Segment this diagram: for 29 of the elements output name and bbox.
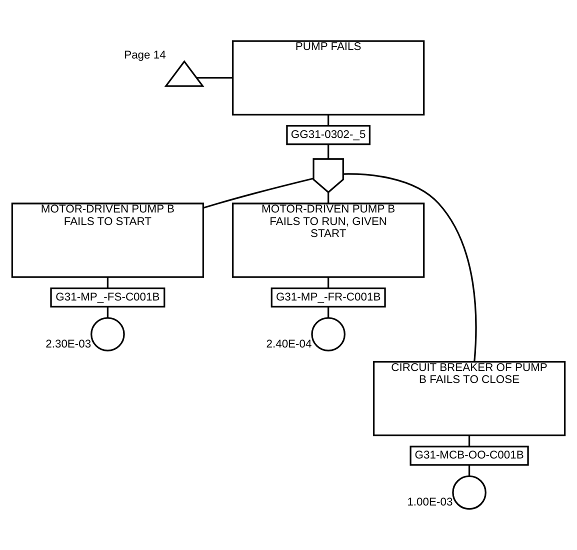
node-box: G31-MP_-FR-C001B: [270, 287, 386, 308]
node-circle: [452, 475, 486, 510]
connector: [328, 306, 330, 318]
node-label: 2.30E-03: [46, 338, 92, 350]
node-box: MOTOR-DRIVEN PUMP B FAILS TO START: [11, 202, 204, 278]
node-box: PUMP FAILS: [232, 40, 425, 116]
node-box: G31-MP_-FS-C001B: [50, 287, 166, 308]
connector: [328, 192, 330, 204]
connector: [203, 178, 314, 209]
node-label: 2.40E-04: [266, 338, 312, 350]
node-gate: [312, 158, 344, 194]
node-box: CIRCUIT BREAKER OF PUMP B FAILS TO CLOSE: [372, 361, 566, 436]
node-box: GG31-0302-_5: [286, 125, 371, 146]
connector: [196, 77, 233, 79]
node-label: Page 14: [124, 49, 166, 62]
connector: [343, 173, 477, 362]
node-circle: [90, 317, 125, 352]
node-box: MOTOR-DRIVEN PUMP B FAILS TO RUN, GIVEN START: [232, 202, 425, 278]
connector: [328, 114, 330, 126]
connector: [328, 277, 330, 288]
node-box: G31-MCB-OO-C001B: [410, 446, 529, 466]
connector: [468, 435, 470, 447]
node-triangle: [164, 60, 204, 87]
node-circle: [311, 317, 346, 352]
connector: [106, 306, 109, 318]
node-label: 1.00E-03: [407, 496, 453, 509]
connector: [328, 144, 330, 159]
connector: [468, 465, 470, 476]
connector: [106, 277, 109, 288]
